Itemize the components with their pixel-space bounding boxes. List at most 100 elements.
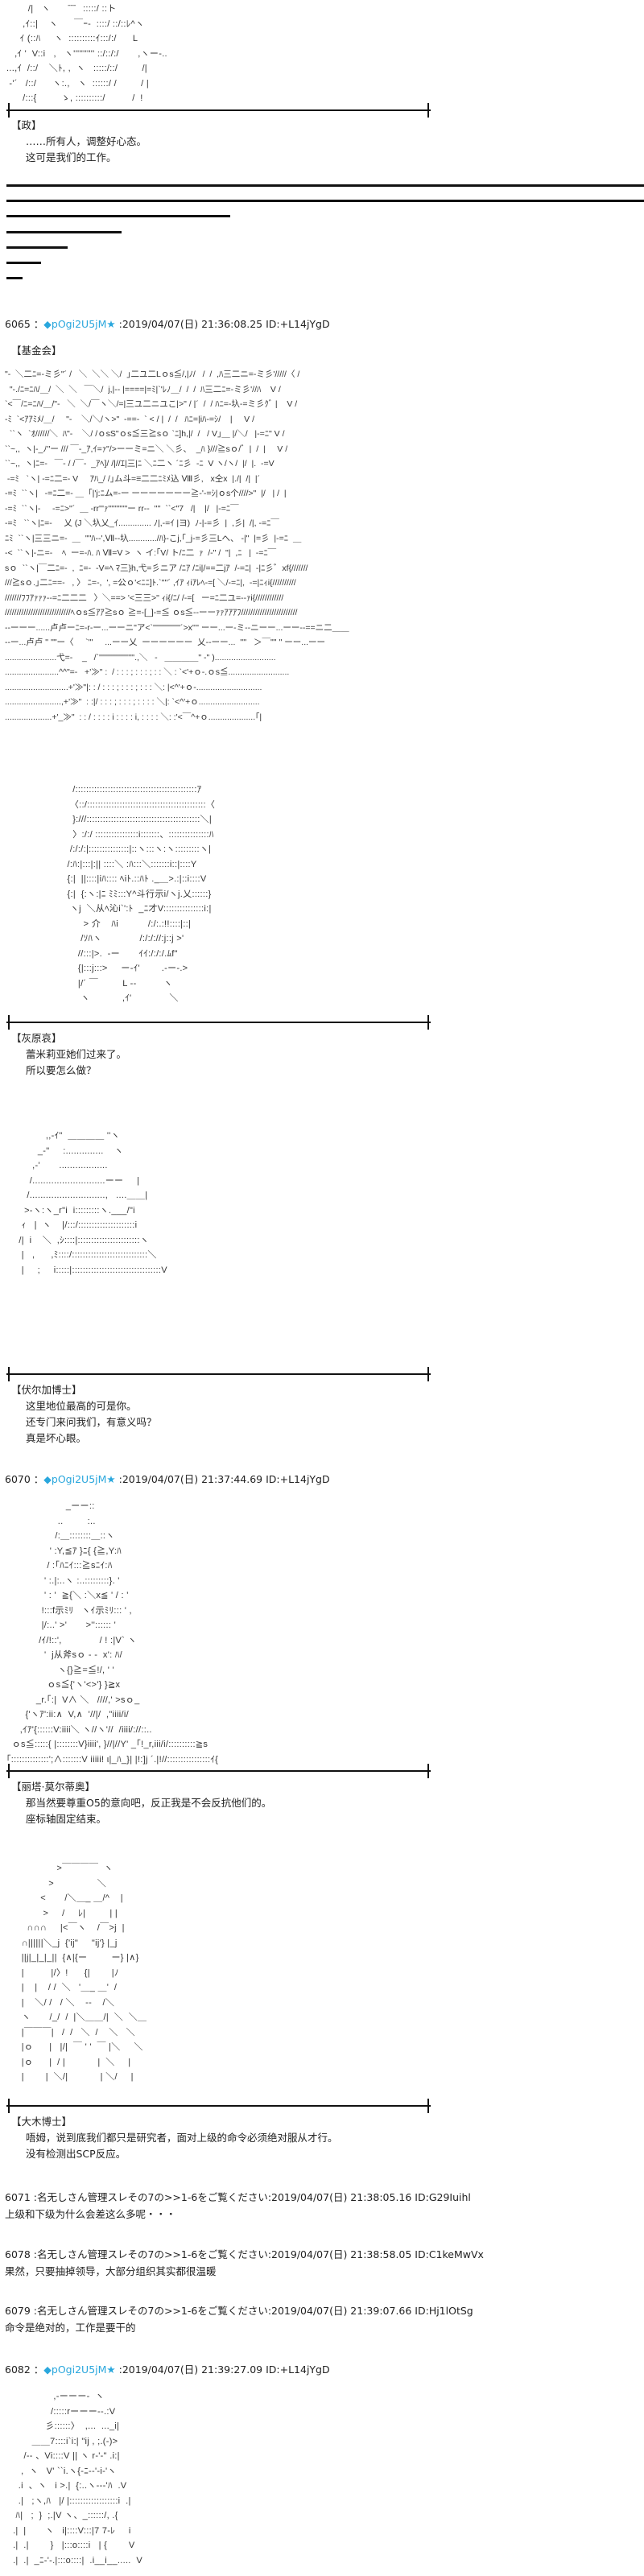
ascii-art-line: ｨ | ヽ |/:::/:::::::::::::::::::::i [16, 1220, 138, 1230]
ascii-art-line: {:| ||::::|iﾊ:::: ﾍiﾄ.::ﾊﾄ ._＿>.:|::i:::… [48, 874, 207, 884]
ascii-art-line: > ＼ [16, 1878, 106, 1889]
ascii-art-line: -=ﾐ `ヽ| -=ﾆ二=- V ｱﾊ_/ /｣ム斗=≡二二ﾆﾐﾒ込 Ⅷ彡, x… [5, 473, 261, 484]
post-header: 6070 ：◆pOgi2U5jM★ :2019/04/07(日) 21:37:4… [5, 1473, 330, 1485]
ascii-art-line: |￣￣￣| / / ＼ / ＼ ＼ [16, 2027, 135, 2037]
ascii-art-line: `<￣/ﾆ=ﾆﾊ/＿/"- ＼ ＼/￣ヽ＼/=|三ユ二ニユこ|>" / |´ /… [5, 399, 298, 409]
ascii-art-line: .| ;ヽ,ﾊ |/ |::::::::::::::::::i .| [5, 2496, 131, 2506]
post-meta: :2019/04/07(日) 21:39:27.09 ID:+L14jYgD [118, 2363, 330, 2376]
ascii-art-line: >￣￣￣￣ ヽ [16, 1864, 114, 1873]
ascii-art-line: | , ,ﾐ::::/::::::::::::::::::::::::::::＼ [16, 1250, 157, 1260]
ascii-art-line: ,-ーーー- ヽ [5, 2392, 105, 2401]
ascii-art-line: -=ﾐ ``ヽ| -=ﾆ二=- ＿「|'j:ﾆム=-ー ーーーーーーー≧-'-=… [5, 489, 287, 498]
ascii-art-line: --ー...卢卢 '' ""ー〈 `''' ...ーー乂 ーーーーーー 乂--ー… [5, 638, 326, 647]
ascii-art-line: ,ｲ ' V::i , ヽ''''''''''' ::/::/:/ ,ヽー-.. [6, 48, 167, 59]
dialogue-block: 【丽塔·莫尔蒂奥】 那当然要尊重O5的意向吧，反正我是不会反抗他们的。 座标轴固… [11, 1779, 271, 1827]
ascii-art-line: |/´ ￣ L -- ヽ [48, 978, 173, 989]
comment-text: 上级和下级为什么会差这么多呢・・・ [5, 2208, 176, 2220]
ascii-art-line: .| .| } |:::o::::i | { V [5, 2541, 135, 2550]
dialogue-line: 真是坏心眼。 [26, 1432, 87, 1444]
post-header: 6065 ：◆pOgi2U5jM★ :2019/04/07(日) 21:36:0… [5, 318, 330, 330]
ascii-art-line: ' j从斧sｏ - - x': ﾊ/ [6, 1650, 122, 1660]
ascii-art-line: -=ﾐ ``ヽ|ﾆ=- 乂 (J ＼圦乂_ｲ.............. ﾉ|,… [5, 518, 279, 528]
speaker-label: 【灰原哀】 [11, 1032, 62, 1044]
ascii-art-line: .......................^^"=- +'≫" : / : … [5, 667, 290, 677]
ascii-art-line: -'´ /::/ ヽ:., ヽ ::::::/ / / | [6, 78, 150, 89]
ascii-art-line: ﾊ| ; } ;.|V ヽ、_::::::/, .{ [5, 2511, 118, 2520]
speaker-label: 【丽塔·莫尔蒂奥】 [11, 1781, 95, 1793]
ascii-art-line: ∩∩∩ |<￣ヽ /￣>j | [16, 1923, 125, 1933]
dialogue-line: 这里地位最高的可是你。 [26, 1400, 137, 1412]
ascii-art-line: > / ﾚ| | | [16, 1908, 118, 1918]
ascii-art-line: -=ﾐ ``ヽ|- -=ﾆ>"´ ＿ -rr'''ｧ''''''''''''ー … [5, 503, 239, 514]
dialogue-line: 没有检测出SCP反应。 [26, 2148, 126, 2160]
decorative-bar [6, 200, 644, 202]
ascii-art-line: ' : ' ≧{＼ :＼x≦ ' / : ' [6, 1591, 129, 1600]
decorative-bar [6, 184, 644, 187]
ascii-art-line: | | ＼/| | ＼/ | [16, 2072, 134, 2082]
ascii-art-line: ＿＿7::::i`i:| "ij , ;.(-)> [5, 2436, 118, 2446]
ascii-art-line: ∩||||||＼_j {'ij" "ij'} |_j [16, 1938, 118, 1948]
decorative-bar [6, 277, 23, 279]
ascii-art-line: |ｏ | |/| ￣ ' ' ￣ |＼ ＼ [16, 2042, 143, 2052]
ascii-art-line: 〈::/::::::::::::::::::::::::::::::::::::… [48, 799, 216, 810]
comment-header: 6071 :名无しさん管理スレその7の>>1-6をご覧ください:2019/04/… [5, 2191, 471, 2203]
ascii-art-line: "-./ﾆ=ﾆﾊ/＿/ ＼ ＼ ￣＼/ j,|-- |====|=ﾐ|`'ﾚﾉ＿… [5, 384, 281, 394]
ascii-art-line: ' :Y,≦ｱ }ﾆ{ {≧,Y:ﾊ [6, 1546, 122, 1556]
ascii-art-line: ``ヽ `ｵ//////＼ ﾊ"- ＼/ /ｏsS"ｏs≦三≧sｏ `ﾆ]h,|… [5, 429, 285, 439]
ascii-art-figure: ,,-ｲ" ＿＿＿＿ ''ヽ _-" :.............. ヽ ,-'… [16, 1129, 167, 1278]
ascii-art-line: {'ヽｱ':ii:∧ V,∧ '//|/ ,"iiii/i/ [6, 1710, 130, 1719]
author-trip[interactable]: ◆pOgi2U5jM★ [43, 318, 116, 330]
ascii-art-line: ｏs≦{'ヽ'<>'} }≧x [6, 1680, 121, 1690]
author-trip[interactable]: ◆pOgi2U5jM★ [43, 2363, 116, 2376]
speaker-label: 【大木博士】 [11, 2116, 72, 2128]
ascii-art-line: //:::|>. -ー ｲｲ:/:/:/.ﾑf" [48, 948, 178, 959]
ascii-art-line: ｢::::::::::::::';∧:::::::V iiiii! ι|_ﾊ_}… [6, 1754, 219, 1765]
dialogue-line: 这可是我们的工作。 [26, 151, 117, 163]
ascii-art-line: /-- 、Vi::::V || ヽ r-'-" .i:| [5, 2451, 120, 2461]
dialogue-line: 还专门来问我们，有意义吗？ [26, 1416, 157, 1428]
ascii-art-line: ﾆﾐ ``ヽ|三三ニ=- ＿ ""ﾊ--',Ⅶ--圦............/ﾊ… [5, 533, 302, 543]
ascii-art-line: .| .| _ﾆ-'-.|:::o::::| .i__i__..... V [5, 2555, 143, 2566]
dialogue-line: 唔姆，说到底我们都只是研究者，面对上级的命令必须绝对服从才行。 [26, 2132, 338, 2144]
ascii-art-line: ,ｲ::| ヽ ￣ｰ‐ ::::/ ::/::ﾚ^ヽ [6, 19, 145, 29]
author-trip[interactable]: ◆pOgi2U5jM★ [43, 1473, 116, 1485]
ascii-art-foundation-scene: "- ＼二ﾆ=-ミ彡"´ / ＼ ＼＼ ＼/ ｣二ユ二Lｏs≦/,|ﾉ/ / /… [5, 367, 349, 724]
ascii-art-line: /...........................ーー | [16, 1175, 140, 1186]
ascii-art-line: }:///:::::::::::::::::::::::::::::::::::… [48, 815, 213, 824]
divider-ruler [6, 1764, 431, 1778]
ascii-art-line: /| i ＼ ,ｼ::::|:::::::::::::::::::::::ヽ [16, 1235, 149, 1245]
post-number: 6065 [5, 318, 31, 330]
ascii-art-line: {:| {:ヽ:|ﾆ ﾐﾐ:::Y^斗行示i/ヽj.乂::::::} [48, 889, 212, 899]
ascii-art-line: ヽ /_/ / |＼＿＿/| ＼ ＼＿ [16, 2013, 147, 2022]
ascii-art-line: ヽj ＼从ﾍ沁i`':ﾄ _ﾆ才V:::::::::::::::i:| [48, 904, 212, 914]
ascii-art-figure: /| ヽ ̄ ̄ ̄ :::::/ ::ト ,ｲ::| ヽ ￣ｰ‐ ::::/ … [6, 2, 167, 106]
comment-text: 果然，只要抽掉领导，大部分组织其实都很温暖 [5, 2265, 217, 2277]
ascii-art-line: |/:..' >' >'':::::: ' [6, 1620, 117, 1630]
ascii-art-line: 〉:/:/ ::::::::::::::::i:::::::、:::::::::… [48, 829, 214, 840]
ascii-art-line: !:::f示ﾐﾘ ヽｲ示ﾐﾘ::: ' , [6, 1605, 132, 1616]
ascii-art-line: ,,-ｲ" ＿＿＿＿ ''ヽ [16, 1131, 120, 1141]
ascii-art-line: /............................, ....＿＿| [16, 1191, 148, 1200]
ascii-art-line: ヽ ,ｲ' ＼ [48, 993, 179, 1003]
ascii-art-line: < /＼＿_ ＿/^ | [16, 1893, 123, 1903]
ascii-art-line: /| ヽ ̄ ̄ ̄ :::::/ ::ト [6, 4, 117, 14]
ascii-art-line: /ｿﾊヽ /:/:/://:j::j >' [48, 934, 184, 943]
comment-post: 6078 :名无しさん管理スレその7の>>1-6をご覧ください:2019/04/… [5, 2246, 484, 2278]
ascii-art-line: ....................+'_≫" : : / : : : : … [5, 712, 262, 722]
ascii-art-line: | | / / ＼ '＿_ ＿' / [16, 1983, 118, 1992]
ascii-art-line: ///////ﾌﾌｱｧｧｧ--=ﾆ二二二 〉＼==> '<三三>" ｨi{/ﾆ/… [5, 592, 284, 603]
post-header: 6082 ：◆pOgi2U5jM★ :2019/04/07(日) 21:39:2… [5, 2363, 330, 2376]
ascii-art-line: sｏ ``ヽ|￣二ﾆ=- , ﾆ=- -V=ﾍ ﾏ三}h,弋=彡ニア /ﾆｱ /… [5, 563, 308, 573]
ascii-art-line: ...........................+'≫"|: : / : … [5, 682, 262, 692]
ascii-art-line: _ーー:: [6, 1501, 95, 1511]
dialogue-line: ……所有人，调整好心态。 [26, 135, 147, 147]
dialogue-block: 【灰原哀】 蕾米莉亚她们过来了。 所以要怎么做？ [11, 1030, 126, 1079]
decorative-bar [6, 231, 122, 233]
decorative-bar [6, 262, 41, 264]
ascii-art-line: ' :.|:..ヽ :..:::::::::}. ' [6, 1575, 120, 1586]
dialogue-line: 所以要怎么做？ [26, 1064, 97, 1076]
speaker-label: 【伏尔加博士】 [11, 1384, 82, 1396]
scene-label: 【基金会】 [11, 345, 62, 357]
comment-post: 6071 :名无しさん管理スレその7の>>1-6をご覧ください:2019/04/… [5, 2189, 471, 2221]
divider-ruler [6, 1367, 431, 1381]
